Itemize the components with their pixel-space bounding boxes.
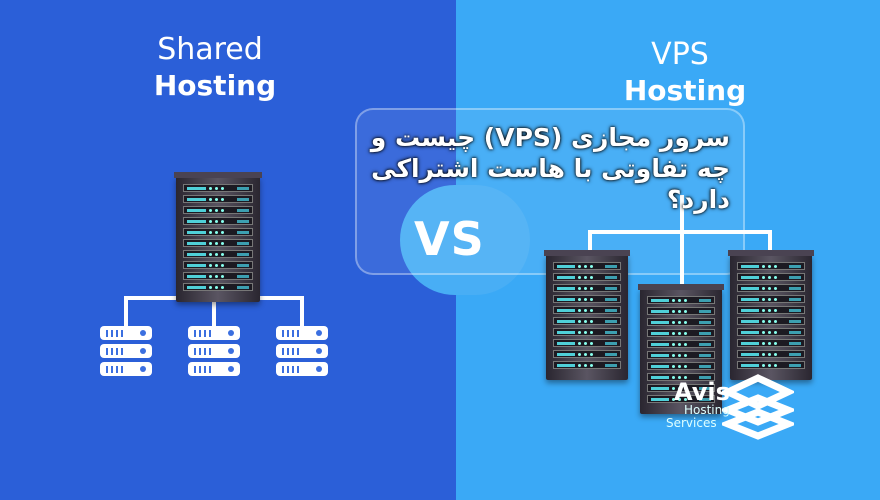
headline: سرور مجازی (VPS) چیست و چه تفاوتی با هاس… [370, 123, 730, 214]
connector-line [680, 195, 684, 233]
connector-line [300, 296, 304, 326]
vs-badge-background [400, 185, 530, 295]
layered-stack-logo-icon [722, 374, 794, 440]
vps-title-line2: Hosting [623, 74, 747, 107]
server-rack-icon [638, 284, 724, 414]
shared-server-icon [188, 326, 240, 380]
connector-line [212, 296, 216, 326]
shared-server-icon [276, 326, 328, 380]
connector-line [768, 230, 772, 252]
shared-server-icon [100, 326, 152, 380]
logo-name: Avis [674, 378, 730, 406]
connector-line [680, 230, 684, 285]
shared-title-line2: Hosting [153, 69, 277, 102]
shared-title-line1: Shared [157, 32, 263, 67]
brand-logo: Avis Hosting Services [666, 380, 730, 430]
connector-line [588, 230, 592, 252]
server-rack-icon [544, 250, 630, 380]
vs-label: VS [414, 212, 485, 266]
connector-line [124, 296, 128, 326]
server-rack-icon [728, 250, 814, 380]
logo-line3: Services [666, 416, 717, 430]
server-rack-icon [174, 172, 262, 302]
logo-line2: Hosting [683, 403, 730, 417]
vps-title-line1: VPS [651, 37, 709, 72]
